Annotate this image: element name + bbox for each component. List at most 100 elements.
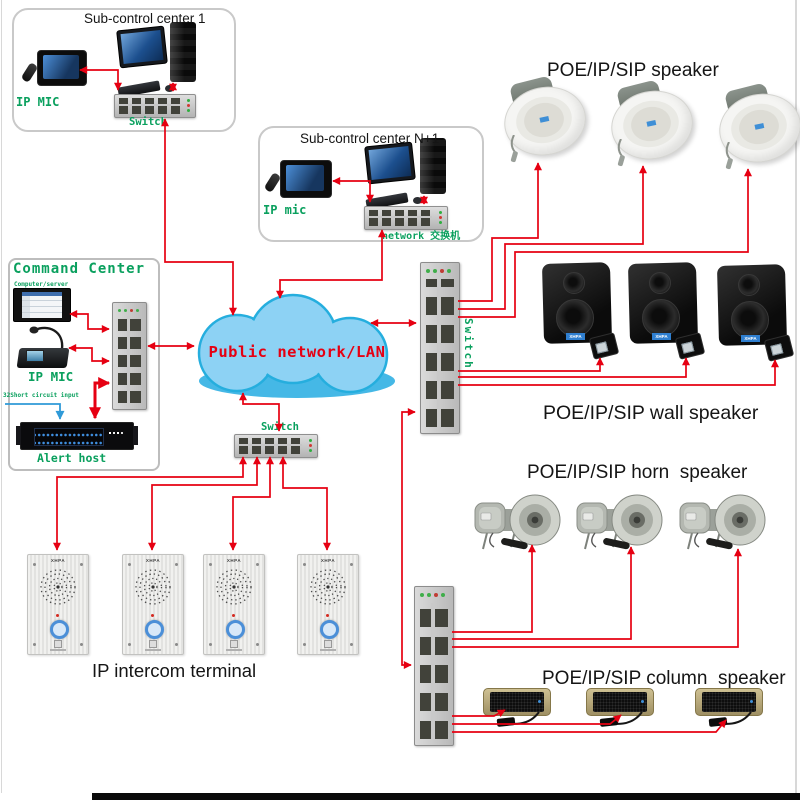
computer-server-label: Computer/server xyxy=(14,281,69,288)
rj45-port xyxy=(770,343,784,356)
ceiling-speaker-3 xyxy=(712,82,800,170)
brand-chip xyxy=(754,123,765,130)
pc-screen xyxy=(120,29,164,65)
woofer xyxy=(556,299,594,337)
poe-adapter xyxy=(763,334,795,362)
pc-mouse-icon xyxy=(413,197,422,204)
label-bar xyxy=(320,649,336,651)
column-speaker-1 xyxy=(483,688,551,727)
label-bar xyxy=(50,649,66,651)
intercom-title: IP intercom terminal xyxy=(92,660,257,681)
rack-ear xyxy=(133,426,138,445)
sub-control-center-n1-title: Sub-control center N+1 xyxy=(300,131,440,146)
cloud-label: Public network/LAN xyxy=(209,343,386,361)
poe-adapter xyxy=(588,332,620,360)
speaker-grille-icon xyxy=(40,569,76,605)
brand-label: XHPA xyxy=(50,558,66,563)
left-frame-line xyxy=(1,0,2,793)
subn-switch-device xyxy=(364,206,448,230)
sub1-switch-device xyxy=(114,94,196,118)
alert-host-device xyxy=(16,422,138,450)
status-led xyxy=(151,614,154,617)
wall-speaker-2: XHPA xyxy=(627,262,706,360)
wire-horn-speaker-3 xyxy=(452,548,742,648)
reset-port xyxy=(230,640,238,648)
wire-wall-speaker-3 xyxy=(458,359,779,386)
column-speaker-title: POE/IP/SIP column speaker xyxy=(542,668,786,689)
speaker-grille-icon xyxy=(216,569,252,605)
sub1-switch-label: Switch xyxy=(129,116,167,128)
reset-port xyxy=(54,640,62,648)
wire-wall-speaker-1 xyxy=(458,357,604,372)
speaker-cord-icon xyxy=(725,142,733,170)
brand-label: XHPA xyxy=(566,333,585,340)
screws xyxy=(303,563,306,566)
wire-wall-speaker-2 xyxy=(458,357,690,378)
pc-monitor-icon xyxy=(116,25,168,69)
intercom-terminal-2: XHPA xyxy=(122,554,184,655)
subn-ip-mic-device xyxy=(263,158,332,204)
reset-port xyxy=(324,640,332,648)
wire-column-speaker-3 xyxy=(452,719,727,733)
speaker-grille xyxy=(702,692,756,712)
tweeter xyxy=(563,272,585,294)
wire-mid-switch-intercom-3 xyxy=(229,456,274,551)
cc-ip-mic-label: IP MIC xyxy=(28,369,74,384)
brand-label: XHPA xyxy=(741,335,760,342)
pc-monitor-icon xyxy=(364,141,416,185)
intercom-terminal-1: XHPA xyxy=(27,554,89,655)
ceiling-speaker-2 xyxy=(604,79,700,167)
subn-switch-label: network 交换机 xyxy=(382,231,461,242)
public-network-cloud: Public network/LAN xyxy=(197,293,395,398)
label-bar xyxy=(145,649,161,651)
switch-ports xyxy=(420,603,448,739)
speaker-grille-icon xyxy=(135,569,171,605)
status-dot xyxy=(750,700,753,703)
sub1-ip-mic-label: IP MIC xyxy=(16,95,60,109)
call-button xyxy=(320,620,339,639)
switch-leds xyxy=(426,269,430,273)
tweeter xyxy=(649,272,671,294)
command-center-title: Command Center xyxy=(13,261,146,277)
switch-ports xyxy=(119,98,180,114)
brand-label: XHPA xyxy=(226,558,242,563)
pc-screen xyxy=(368,145,412,181)
pc-mouse-icon xyxy=(165,85,174,92)
sub1-computer xyxy=(116,22,196,98)
call-button xyxy=(50,620,69,639)
rj45-port xyxy=(681,341,695,354)
intercom-terminal-3: XHPA xyxy=(203,554,265,655)
column-speaker-3 xyxy=(695,688,763,727)
switch-ports xyxy=(239,438,302,454)
status-dot xyxy=(538,700,541,703)
speaker-grille xyxy=(490,692,544,712)
brand-label: XHPA xyxy=(320,558,336,563)
short-circuit-input-label: 32Short circuit input xyxy=(3,392,79,399)
subn-ip-mic-label: IP mic xyxy=(263,203,307,217)
cc-paging-mic xyxy=(16,322,70,368)
bottom-border-bar xyxy=(92,793,800,800)
zone-switch-lower xyxy=(414,586,454,746)
speaker-grille xyxy=(593,692,647,712)
horn-speaker-3 xyxy=(679,494,766,550)
sub1-ip-mic-device xyxy=(20,48,87,92)
mid-switch-label: Switch xyxy=(261,421,299,433)
rack-ear xyxy=(16,426,21,445)
wall-speaker-1: XHPA xyxy=(541,262,620,360)
woofer xyxy=(642,299,680,337)
switch-leds xyxy=(118,309,121,312)
wire-mid-switch-intercom-4 xyxy=(279,456,331,551)
switch-ports xyxy=(426,279,454,427)
wire-mid-switch-intercom-2 xyxy=(148,456,261,551)
brand-chip xyxy=(646,120,657,127)
speaker-cord-icon xyxy=(510,135,518,163)
switch-leds xyxy=(439,211,442,214)
horn-speaker-1 xyxy=(474,494,561,550)
screws xyxy=(209,563,212,566)
switch-ports xyxy=(369,210,432,226)
cc-server-monitor xyxy=(13,288,71,322)
screws xyxy=(33,563,36,566)
status-led xyxy=(326,614,329,617)
column-speaker-2 xyxy=(586,688,654,727)
